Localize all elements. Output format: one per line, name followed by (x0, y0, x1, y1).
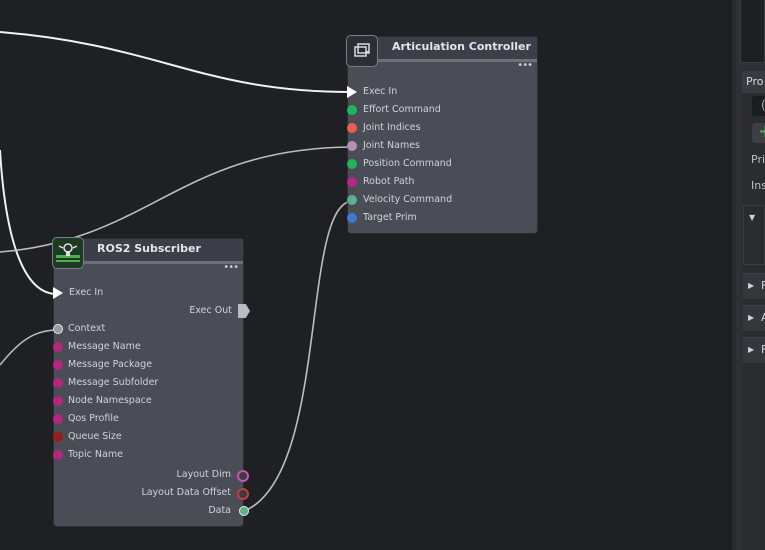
port-layout-data-offset[interactable]: Layout Data Offset (54, 484, 249, 502)
port-layout-dim[interactable]: Layout Dim (54, 466, 249, 484)
node-header[interactable] (348, 37, 537, 62)
port-effort-command[interactable]: Effort Command (347, 101, 528, 119)
input-port-icon[interactable] (53, 324, 63, 334)
port-qos-profile[interactable]: Qos Profile (53, 410, 243, 428)
instanceable-label: Ins (751, 179, 765, 192)
node-title: Articulation Controller (392, 40, 531, 53)
collapsed-section[interactable]: ▶A (743, 305, 765, 331)
input-port-icon[interactable] (53, 450, 63, 460)
plus-icon: + (758, 123, 765, 142)
triangle-right-icon: ▶ (748, 345, 755, 354)
input-port-icon[interactable] (53, 360, 63, 370)
panel-splitter[interactable] (732, 0, 736, 550)
ros-subscriber-icon (56, 243, 80, 262)
collapsed-section[interactable]: ▶F (743, 273, 765, 299)
input-port-icon[interactable] (347, 141, 357, 151)
port-exec-out[interactable]: Exec Out (54, 302, 250, 320)
exec-in-icon[interactable] (347, 86, 357, 98)
port-node-namespace[interactable]: Node Namespace (53, 392, 243, 410)
input-port-icon[interactable] (53, 396, 63, 406)
more-options-icon[interactable]: ••• (517, 60, 533, 71)
articulation-controller-node[interactable]: Articulation Controller ••• Exec In Effo… (346, 35, 537, 233)
wire-joint-names (0, 146, 353, 253)
port-exec-in[interactable]: Exec In (347, 83, 528, 101)
input-port-icon[interactable] (347, 159, 357, 169)
node-header[interactable] (54, 239, 243, 264)
input-port-icon[interactable] (347, 177, 357, 187)
input-port-icon[interactable] (347, 213, 357, 223)
port-robot-path[interactable]: Robot Path (347, 173, 528, 191)
input-port-icon[interactable] (53, 378, 63, 388)
wire-exec-to-articulation (0, 31, 353, 93)
stage-panel-area (740, 0, 765, 63)
input-port-icon[interactable] (347, 105, 357, 115)
output-port-icon[interactable] (237, 488, 249, 500)
expanded-section[interactable]: ▼ (743, 205, 765, 265)
output-port-icon[interactable] (239, 506, 249, 516)
port-exec-in[interactable]: Exec In (53, 284, 243, 302)
input-port-icon[interactable] (53, 342, 63, 352)
triangle-right-icon: ▶ (748, 313, 755, 322)
more-options-icon[interactable]: ••• (223, 262, 239, 273)
node-type-icon (346, 35, 378, 67)
port-data[interactable]: Data (54, 502, 249, 520)
add-button[interactable]: + (752, 123, 765, 143)
port-message-name[interactable]: Message Name (53, 338, 243, 356)
path-input[interactable]: ( (752, 96, 765, 116)
exec-in-icon[interactable] (53, 287, 63, 299)
input-port-icon[interactable] (347, 195, 357, 205)
input-port-icon[interactable] (347, 123, 357, 133)
port-position-command[interactable]: Position Command (347, 155, 528, 173)
port-context[interactable]: Context (53, 320, 243, 338)
node-title: ROS2 Subscriber (97, 242, 201, 255)
port-message-package[interactable]: Message Package (53, 356, 243, 374)
tab-property[interactable]: Pro (742, 71, 765, 93)
port-joint-names[interactable]: Joint Names (347, 137, 528, 155)
exec-out-icon[interactable] (238, 304, 250, 318)
node-type-icon (52, 237, 84, 269)
triangle-right-icon: ▶ (748, 281, 755, 290)
wire-context (0, 329, 59, 366)
triangle-down-icon: ▼ (749, 213, 756, 222)
port-target-prim[interactable]: Target Prim (347, 209, 528, 227)
input-port-icon[interactable] (53, 414, 63, 424)
port-joint-indices[interactable]: Joint Indices (347, 119, 528, 137)
wire-exec-to-ros2 (0, 149, 56, 295)
collapsed-section[interactable]: ▶F (743, 337, 765, 363)
port-queue-size[interactable]: Queue Size (53, 428, 243, 446)
port-velocity-command[interactable]: Velocity Command (347, 191, 528, 209)
wire-velocity-data (241, 200, 353, 513)
port-topic-name[interactable]: Topic Name (53, 446, 243, 464)
controller-icon (354, 43, 370, 57)
port-message-subfolder[interactable]: Message Subfolder (53, 374, 243, 392)
ros2-subscriber-node[interactable]: ROS2 Subscriber ••• Exec In Exec Out Con… (52, 237, 250, 526)
output-port-icon[interactable] (237, 470, 249, 482)
prim-label: Pri (751, 153, 765, 166)
input-port-icon[interactable] (53, 432, 63, 442)
